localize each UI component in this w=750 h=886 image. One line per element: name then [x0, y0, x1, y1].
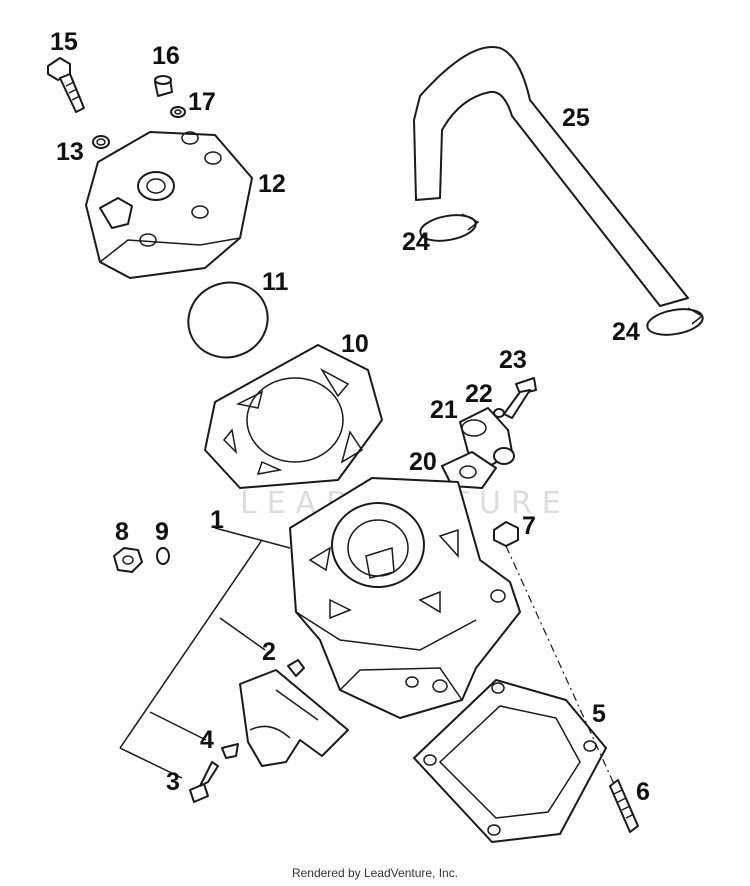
part-3-bolt: [189, 761, 219, 803]
part-17-screw: [154, 75, 173, 97]
callout-9: 9: [155, 518, 169, 546]
part-11-o-ring: [187, 281, 269, 359]
callout-16: 17: [188, 88, 216, 116]
callout-5: 5: [592, 700, 606, 728]
callout-23: 23: [499, 346, 527, 374]
part-12-cylinder-head: [85, 131, 253, 279]
part-22-washer: [493, 408, 505, 418]
part-8-plug: [113, 547, 143, 573]
part-7-plug: [493, 521, 519, 547]
callout-12: 12: [258, 170, 286, 198]
callout-4: 4: [200, 726, 214, 754]
part-15-bolt: [47, 57, 85, 113]
callout-6: 6: [636, 778, 650, 806]
callout-8: 8: [115, 518, 129, 546]
callout-20: 20: [409, 448, 437, 476]
callout-13: 13: [56, 138, 84, 166]
callout-25: 25: [562, 104, 590, 132]
part-5-base-gasket: [413, 679, 607, 843]
exhaust-control-assembly: [239, 669, 349, 767]
part-24-hose-clamp-lower: [646, 307, 704, 336]
part-13-washer: [92, 135, 110, 149]
part-2-sleeve: [287, 659, 305, 677]
callout-3: 3: [166, 768, 180, 796]
callout-2: 2: [262, 638, 276, 666]
callout-17: 16: [152, 42, 180, 70]
leader-lines: [119, 527, 615, 785]
render-credit: Rendered by LeadVenture, Inc.: [291, 866, 459, 880]
part-23-bolt: [503, 377, 537, 419]
callout-22: 22: [465, 380, 493, 408]
callout-10: 10: [341, 330, 369, 358]
part-10-head-gasket: [204, 344, 383, 489]
callout-11: 11: [262, 268, 289, 296]
part-24-hose-clamp-upper: [419, 213, 480, 242]
part-4-clip: [221, 743, 239, 759]
callout-7: 7: [522, 512, 536, 540]
callout-24-lower: 24: [612, 318, 640, 346]
part-6-stud: [609, 779, 639, 833]
part-16-washer: [170, 106, 186, 118]
callout-21: 21: [430, 396, 458, 424]
callout-1: 1: [210, 506, 224, 534]
part-1-cylinder: [289, 477, 521, 719]
callout-15: 15: [50, 28, 78, 56]
part-9-seal-ring: [156, 547, 170, 565]
part-25-hose: [413, 46, 689, 307]
callout-24-upper: 24: [402, 228, 430, 256]
